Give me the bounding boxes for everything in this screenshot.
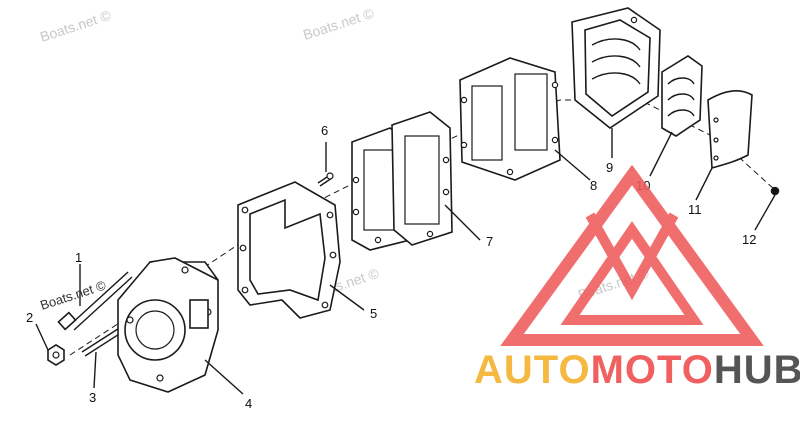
logo-text-hub: HUB — [714, 348, 800, 392]
callout-8: 8 — [590, 178, 597, 193]
reed-stop-part-11 — [707, 90, 753, 170]
callout-7: 7 — [486, 234, 493, 249]
leader-lines — [35, 128, 776, 395]
callout-5: 5 — [370, 306, 377, 321]
callout-9: 9 — [606, 160, 613, 175]
callout-1: 1 — [75, 250, 82, 265]
callout-12: 12 — [742, 232, 756, 247]
adapter-housing-part-4 — [117, 257, 219, 393]
gasket-part-5 — [237, 181, 341, 319]
reed-cage-part-9 — [571, 7, 661, 129]
watermark-top-left: Boats.net © — [38, 7, 113, 45]
reed-petals-part-10 — [661, 55, 703, 137]
callout-2: 2 — [26, 310, 33, 325]
logo-text-moto: MOTO — [591, 348, 714, 392]
logo-triangle-outer — [500, 164, 764, 346]
callout-4: 4 — [245, 396, 252, 411]
nut-part-2 — [47, 344, 65, 366]
logo-triangle-inner — [560, 221, 704, 325]
logo-wordmark: AUTOMOTOHUB — [474, 348, 800, 392]
reed-plate-part-7 — [351, 111, 453, 251]
bolt-part-1 — [57, 271, 133, 331]
watermark-top-center: Boats.net © — [301, 5, 376, 43]
gasket-part-8 — [459, 57, 561, 181]
callout-3: 3 — [89, 390, 96, 405]
screw-part-12 — [770, 186, 780, 196]
logo-m-stroke — [585, 212, 679, 301]
automotohub-logo — [500, 164, 764, 346]
callout-11: 11 — [688, 202, 702, 217]
callout-6: 6 — [321, 123, 328, 138]
logo-text-auto: AUTO — [474, 348, 591, 392]
screw-part-6 — [317, 172, 334, 187]
